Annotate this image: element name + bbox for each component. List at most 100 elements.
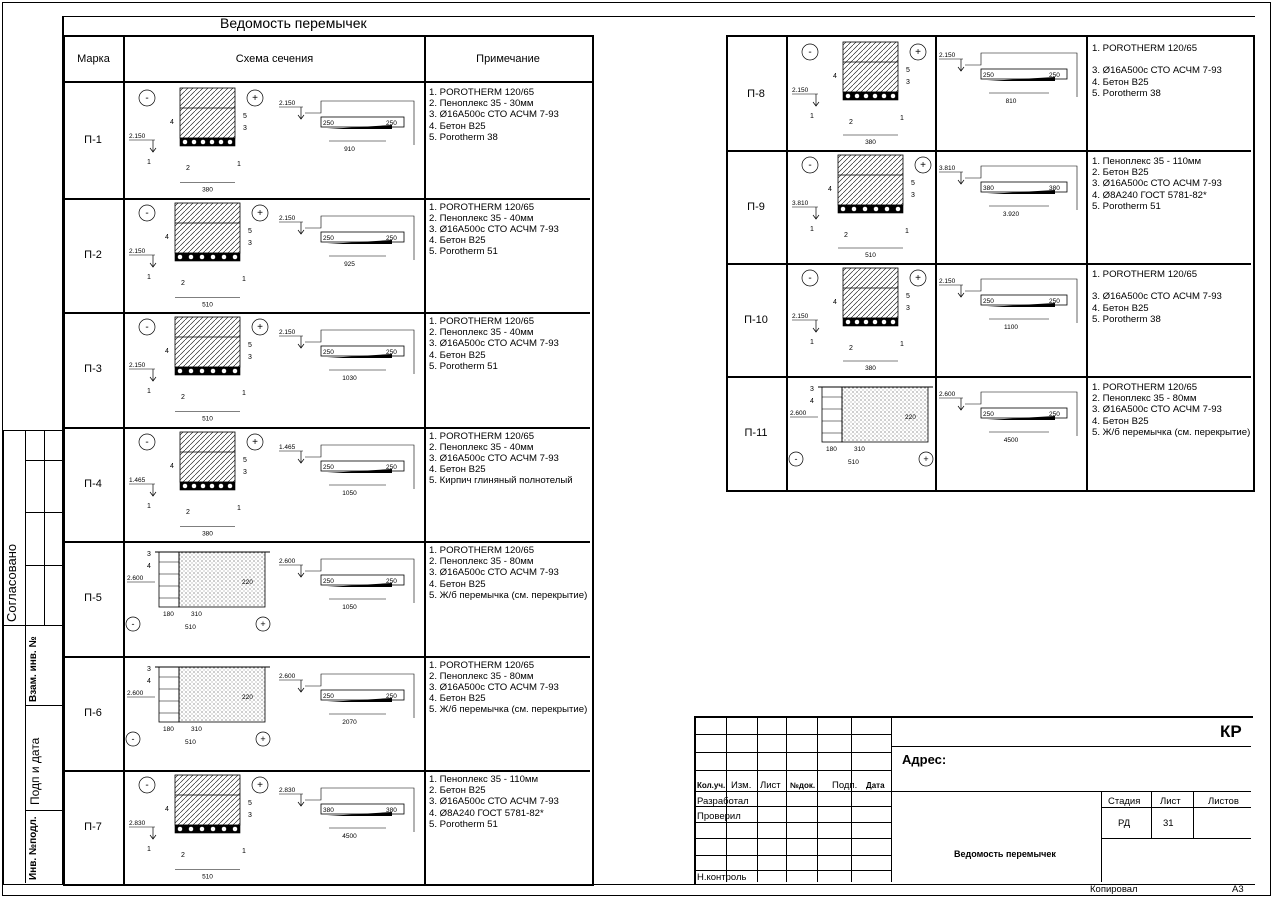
span-length: 1050 <box>342 604 357 611</box>
inv-orig-label: Инв. №подл. <box>28 816 39 880</box>
span-length: 1050 <box>342 490 357 497</box>
wall-block <box>821 386 843 443</box>
address-label: Адрес: <box>902 752 947 767</box>
callout-1: 1 <box>147 274 151 281</box>
elevation-mark: 2.830 <box>129 820 146 827</box>
dim-width: 510 <box>185 624 196 631</box>
elevation-label: 2.150 <box>279 329 296 336</box>
span-length: 810 <box>1006 98 1017 105</box>
end-support-left: 250 <box>323 235 334 242</box>
callout-1b: 1 <box>900 115 904 122</box>
minus-circle <box>138 204 156 221</box>
dim-310: 310 <box>854 446 865 453</box>
callout-3: 3 <box>906 79 910 86</box>
callout-1: 1 <box>147 503 151 510</box>
end-support-right: 250 <box>386 235 397 242</box>
span-length: 1100 <box>1004 324 1018 331</box>
callout-1: 1 <box>147 159 151 166</box>
minus-circle <box>138 776 156 794</box>
mark-п-8: П-8 <box>747 87 765 100</box>
elevation-mark: 2.150 <box>792 313 809 320</box>
lintel-beams <box>174 252 241 261</box>
callout-3: 3 <box>243 469 247 476</box>
plus-sign: + <box>252 437 258 448</box>
mark-п-10: П-10 <box>744 313 768 326</box>
row-note: 1. POROTHERM 120/65 3. Ø16А500с СТО АСЧМ… <box>1092 269 1222 325</box>
dim-180: 180 <box>163 726 174 733</box>
dim-width: 510 <box>865 252 876 259</box>
elevation-mark: 3.810 <box>792 200 809 207</box>
callout-2: 2 <box>186 165 190 172</box>
lintel-beams <box>842 317 899 327</box>
callout-1b: 1 <box>905 228 909 235</box>
mark-п-9: П-9 <box>747 200 765 213</box>
callout-3: 3 <box>911 192 915 199</box>
mark-п-2: П-2 <box>84 248 102 261</box>
dim-220: 220 <box>905 414 916 421</box>
role-checker: Проверил <box>697 811 741 822</box>
end-support-left: 380 <box>323 807 334 814</box>
plus-circle <box>251 204 269 221</box>
concrete-slab <box>178 666 266 722</box>
callout-1: 1 <box>810 113 814 120</box>
elevation-label: 3.810 <box>939 165 956 172</box>
end-support-left: 250 <box>983 298 994 305</box>
minus-circle <box>138 318 156 336</box>
agreed-label: Согласовано <box>4 543 19 622</box>
sheet-header: Лист <box>1160 796 1181 807</box>
plus-circle <box>909 269 927 287</box>
elevation-label: 2.150 <box>939 278 956 285</box>
plus-circle <box>255 616 271 632</box>
dim-310: 310 <box>191 611 202 618</box>
callout-1b: 1 <box>900 341 904 348</box>
stage-header: Стадия <box>1108 796 1141 807</box>
lintel-beams <box>179 481 236 490</box>
callout-5: 5 <box>248 800 252 807</box>
col-podp: Подп. <box>832 780 858 791</box>
mark-п-1: П-1 <box>84 134 102 147</box>
plus-sign: + <box>257 208 263 219</box>
callout-1b: 1 <box>237 505 241 512</box>
header-scheme: Схема сечения <box>235 53 314 65</box>
callout-1b: 1 <box>237 161 241 168</box>
callout-1b: 1 <box>242 276 246 283</box>
dim-width: 510 <box>202 874 213 881</box>
plus-circle <box>255 731 271 746</box>
callout-3: 3 <box>248 812 252 819</box>
dim-width: 380 <box>865 365 876 372</box>
wall-block <box>158 551 180 608</box>
elevation-label: 2.150 <box>279 215 296 222</box>
end-support-left: 250 <box>323 349 334 356</box>
callout-4: 4 <box>147 678 151 685</box>
header-note: Примечание <box>476 53 540 65</box>
lintel-beams <box>837 204 904 214</box>
callout-1b: 1 <box>242 848 246 855</box>
doc-title: Ведомость перемычек <box>954 849 1056 859</box>
elevation-mark: 2.150 <box>129 248 146 255</box>
dim-width: 380 <box>865 139 876 146</box>
minus-sign: - <box>795 454 798 464</box>
span-length: 3.920 <box>1003 211 1020 218</box>
row-note: 1. Пеноплекс 35 - 110мм 2. Бетон В25 3. … <box>1092 156 1222 212</box>
masonry-block <box>837 154 904 206</box>
dim-310: 310 <box>191 726 202 733</box>
mark-п-7: П-7 <box>84 821 102 834</box>
callout-5: 5 <box>911 180 915 187</box>
callout-2: 2 <box>181 280 185 287</box>
mark-п-6: П-6 <box>84 706 102 719</box>
elevation-label: 2.600 <box>279 558 296 565</box>
span-length: 925 <box>344 261 355 268</box>
end-support-right: 250 <box>386 349 397 356</box>
span-length: 4500 <box>1004 437 1019 444</box>
col-date: Дата <box>866 781 885 790</box>
masonry-block <box>174 202 241 253</box>
sign-date-label: Подп и дата <box>28 737 42 805</box>
sheet-title: Ведомость перемычек <box>220 15 367 31</box>
concrete-slab <box>178 551 266 608</box>
